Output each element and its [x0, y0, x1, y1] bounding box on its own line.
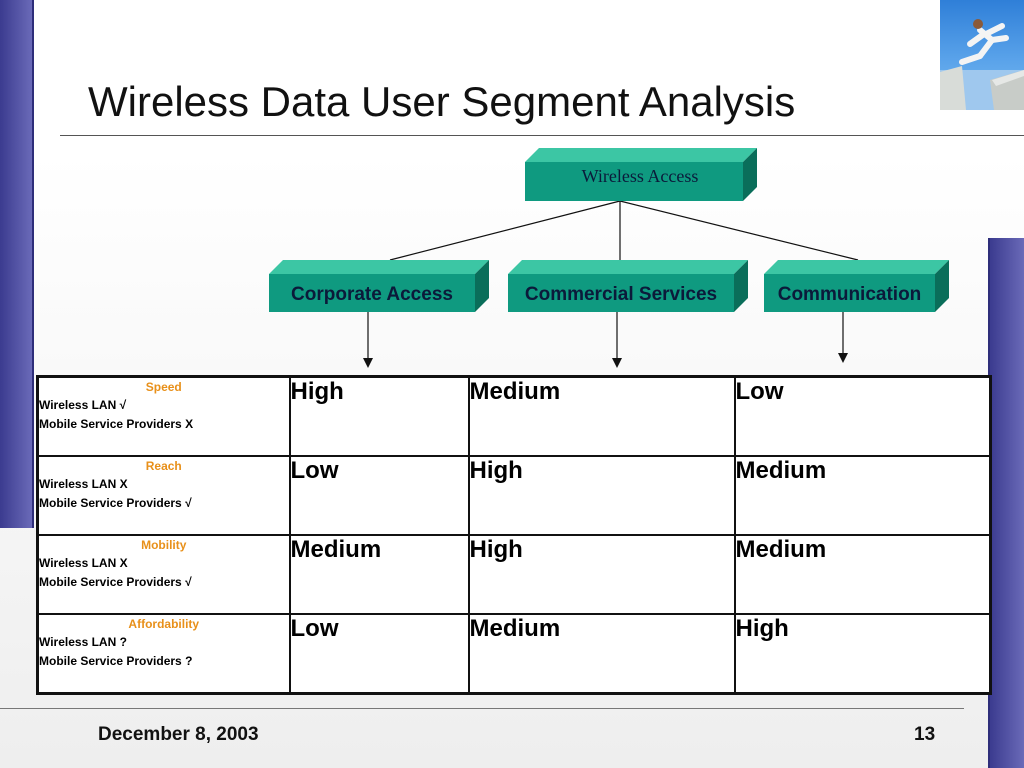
criterion-label: Mobility — [141, 537, 187, 552]
criterion-cell: Reach Wireless LAN X Mobile Service Prov… — [36, 455, 291, 536]
root-label: Wireless Access — [581, 166, 699, 186]
jumping-man-photo — [940, 0, 1024, 110]
criterion-line: Mobile Service Providers √ — [39, 574, 192, 589]
rating-cell: Medium — [467, 375, 736, 458]
title-divider — [60, 135, 1024, 136]
footer-divider — [0, 708, 964, 709]
criterion-label: Speed — [145, 380, 182, 394]
left-accent-bar — [0, 0, 34, 528]
rating-cell: Low — [733, 375, 992, 458]
criterion-cell: Speed Wireless LAN √ Mobile Service Prov… — [36, 375, 291, 458]
rating-cell: Low — [288, 612, 470, 695]
page-number: 13 — [914, 724, 936, 745]
table-row: Reach Wireless LAN X Mobile Service Prov… — [36, 455, 992, 536]
slide-title: Wireless Data User Segment Analysis — [88, 78, 796, 125]
child-label-communication: Communication — [777, 284, 922, 305]
criterion-line: Mobile Service Providers √ — [39, 496, 192, 511]
rating-cell: Medium — [467, 612, 736, 695]
criterion-cell: Mobility Wireless LAN X Mobile Service P… — [36, 533, 291, 615]
rating-cell: High — [288, 375, 470, 458]
rating-cell: Low — [288, 455, 470, 536]
table-row: Mobility Wireless LAN X Mobile Service P… — [36, 533, 992, 615]
arrow-head — [363, 358, 373, 368]
rating-cell: High — [467, 455, 736, 536]
box-wireless-access — [525, 148, 757, 201]
criterion-line: Wireless LAN √ — [39, 398, 127, 412]
table-row: Affordability Wireless LAN ? Mobile Serv… — [36, 612, 992, 695]
box-corporate-access — [269, 260, 489, 312]
rating-cell: Medium — [733, 455, 992, 536]
table-row: Speed Wireless LAN √ Mobile Service Prov… — [36, 375, 992, 458]
right-accent-bar — [988, 238, 1024, 768]
segment-analysis-table: Speed Wireless LAN √ Mobile Service Prov… — [36, 375, 992, 695]
criterion-line: Wireless LAN X — [39, 555, 128, 570]
arrow-head — [612, 358, 622, 368]
arrow-head — [838, 353, 848, 363]
footer-date: December 8, 2003 — [98, 724, 259, 745]
child-label-commercial: Commercial Services — [524, 284, 718, 305]
criterion-label: Affordability — [128, 616, 200, 631]
criterion-label: Reach — [145, 459, 182, 474]
hierarchy-diagram — [269, 148, 949, 368]
child-label-corporate: Corporate Access — [291, 284, 453, 305]
connector-line — [619, 200, 859, 261]
rating-cell: High — [467, 533, 736, 615]
connector-line — [389, 200, 621, 261]
criterion-line: Wireless LAN ? — [39, 634, 127, 649]
box-communication — [764, 260, 949, 312]
rating-cell: High — [733, 612, 992, 695]
criterion-cell: Affordability Wireless LAN ? Mobile Serv… — [36, 612, 291, 695]
criterion-line: Mobile Service Providers ? — [39, 653, 193, 668]
box-commercial-services — [508, 260, 748, 312]
connector-lines — [367, 200, 859, 360]
criterion-line: Wireless LAN X — [39, 477, 128, 492]
rating-cell: Medium — [733, 533, 992, 615]
rating-cell: Medium — [288, 533, 470, 615]
criterion-line: Mobile Service Providers X — [39, 417, 194, 431]
